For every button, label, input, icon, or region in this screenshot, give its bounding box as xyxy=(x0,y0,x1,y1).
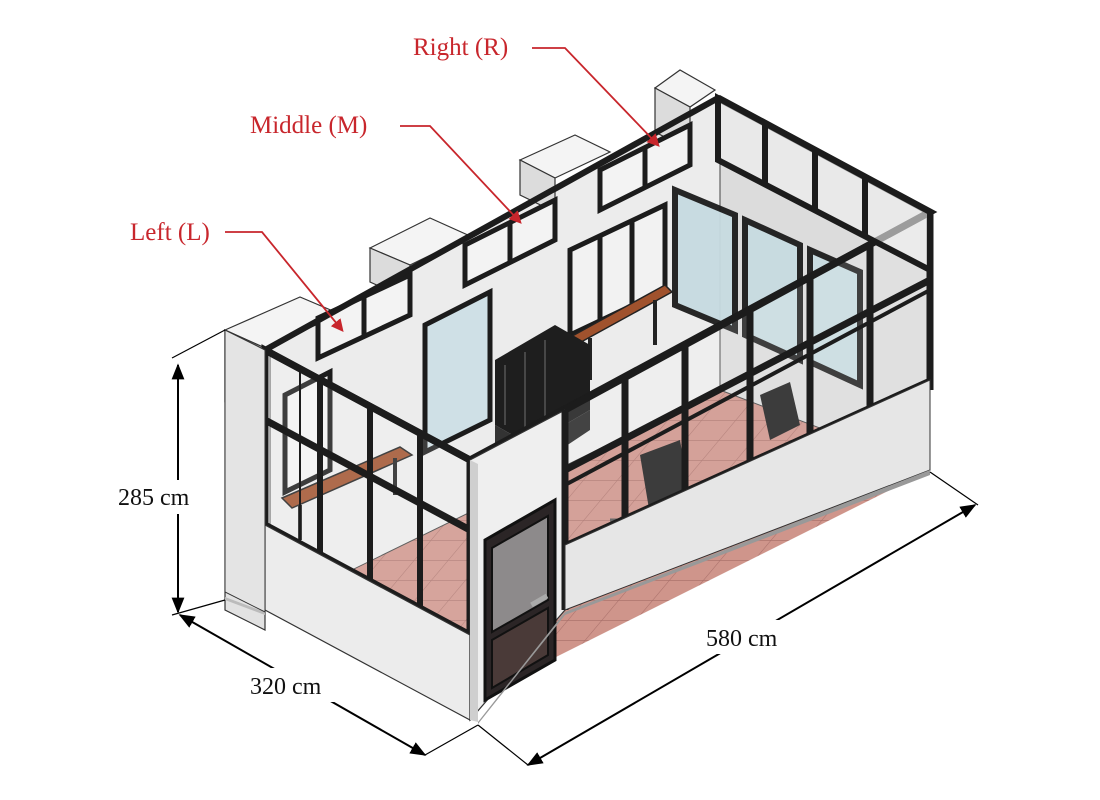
label-left: Left (L) xyxy=(130,219,210,246)
dimension-height: 285 cm xyxy=(112,329,226,616)
right-upper-glazing xyxy=(715,92,933,275)
dimension-width: 320 cm xyxy=(178,614,479,756)
label-right: Right (R) xyxy=(413,34,508,61)
height-label: 285 cm xyxy=(118,485,190,511)
left-end-block xyxy=(224,329,266,613)
dimension-length: 580 cm xyxy=(477,471,979,766)
annotation-left: Left (L) xyxy=(130,219,344,332)
label-middle: Middle (M) xyxy=(250,112,367,139)
width-label: 320 cm xyxy=(250,674,322,700)
length-label: 580 cm xyxy=(706,626,778,652)
annotation-middle: Middle (M) xyxy=(250,112,522,224)
annotation-right: Right (R) xyxy=(413,34,660,147)
left-end-wall-base xyxy=(225,597,265,615)
